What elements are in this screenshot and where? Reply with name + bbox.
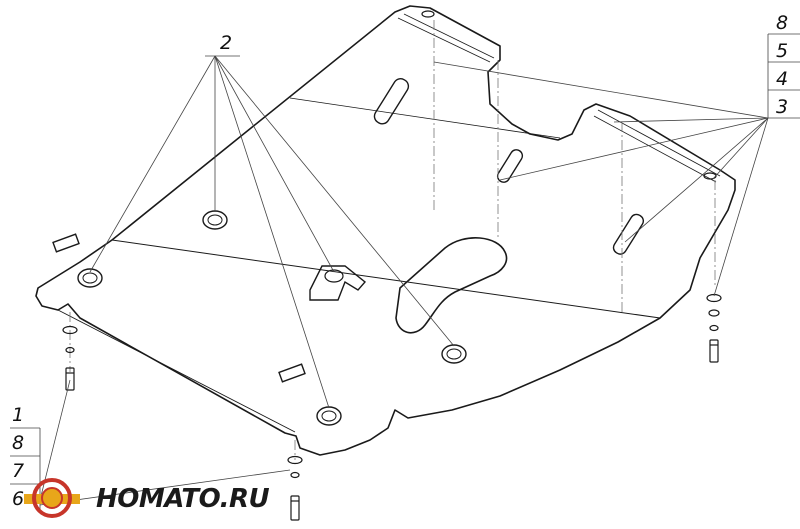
fastener-stack-bottom [287, 455, 303, 521]
callout-left-1: 1 [12, 404, 25, 426]
leader-lines-2 [89, 55, 455, 409]
logo-text: HOMATO.RU [96, 484, 270, 514]
callout-left-7: 7 [12, 460, 25, 482]
fold-line-front [111, 239, 661, 319]
callout-right-3: 3 [776, 96, 789, 118]
top-slot [373, 78, 410, 125]
nut-plate-bottom [278, 363, 306, 383]
callout-left-8: 8 [12, 432, 25, 454]
center-slot [496, 149, 524, 183]
fold-line-rear [57, 309, 296, 433]
nut-plate-top [421, 10, 435, 18]
large-opening [395, 237, 508, 334]
boss-1 [202, 210, 228, 230]
callout-left-6: 6 [12, 488, 25, 510]
logo: HOMATO.RU [22, 478, 270, 522]
bracket [309, 265, 367, 301]
callout-right-4: 4 [776, 68, 789, 90]
fold-line-mid [289, 97, 561, 139]
center-lines [69, 20, 716, 460]
logo-emblem [24, 478, 80, 518]
right-slot [612, 213, 645, 255]
nut-plate-left [52, 233, 80, 253]
callout-2: 2 [220, 32, 233, 54]
leader-lines-right [433, 33, 800, 297]
top-flange [397, 13, 495, 63]
callout-right-5: 5 [776, 40, 789, 62]
fastener-stack-left [62, 325, 78, 391]
boss-4 [316, 406, 342, 426]
boss-2 [77, 268, 103, 288]
boss-3 [441, 344, 467, 364]
fastener-stack-right [706, 293, 722, 363]
callout-right-8: 8 [776, 12, 789, 34]
skid-plate-outline [35, 5, 736, 456]
